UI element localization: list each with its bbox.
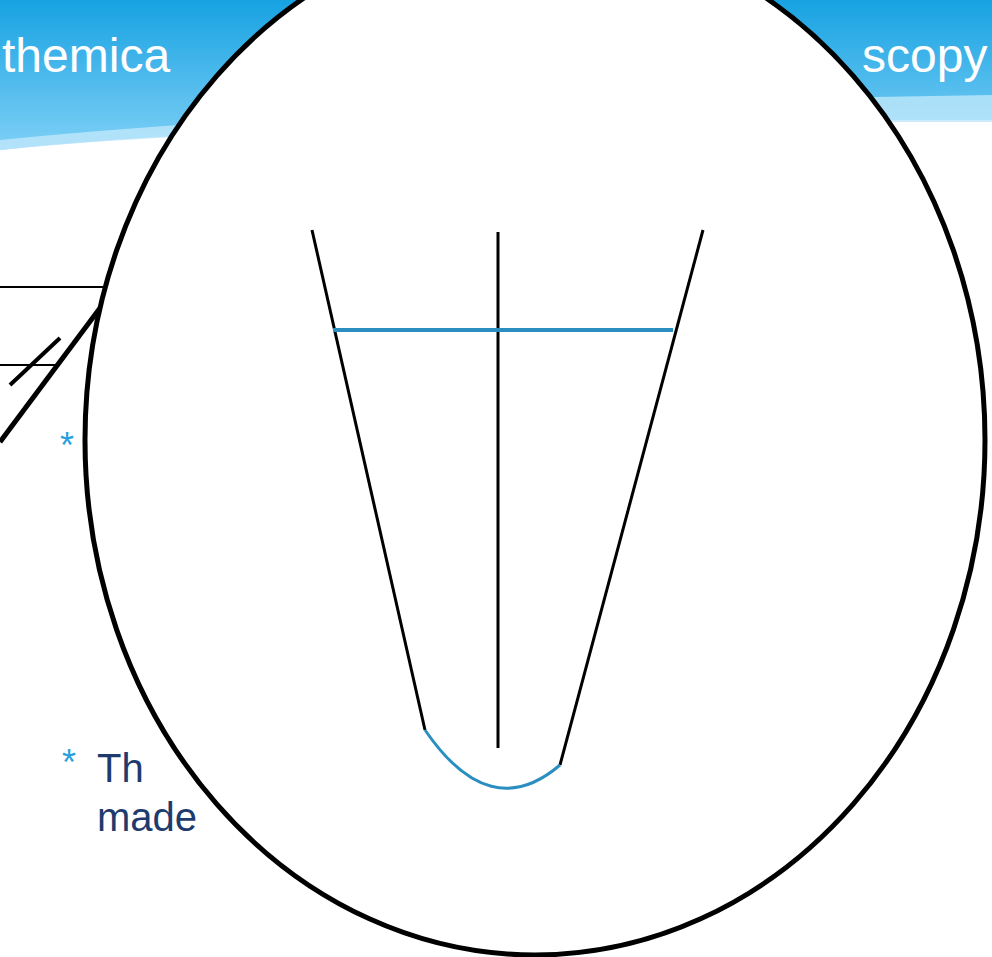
title-fragment: themica (2, 32, 170, 80)
bullet-text: made (97, 797, 197, 837)
bullet-mark: * (62, 745, 76, 781)
bullet-text: Th (97, 748, 144, 788)
tube-wall (312, 230, 425, 730)
title-fragment: scopy (862, 32, 987, 80)
bullet-mark: * (60, 428, 74, 464)
magnifier-circle (85, 0, 985, 955)
tube-wall (560, 230, 703, 765)
tube-tip (425, 730, 560, 788)
magnifier-line (10, 338, 60, 385)
liquid-level (333, 328, 673, 332)
electrode-wire (497, 232, 500, 748)
